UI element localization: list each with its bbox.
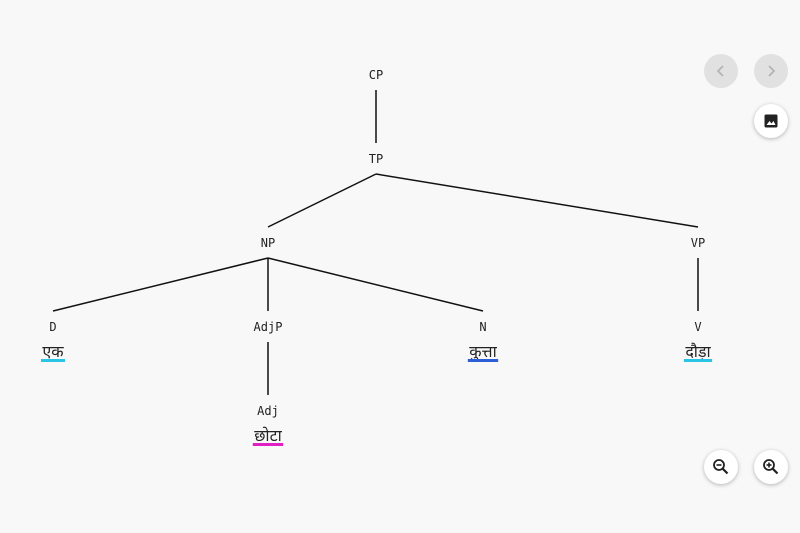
tree-node-v: V दौड़ा: [683, 320, 713, 362]
leaf-word: कुत्ता: [469, 342, 497, 362]
word-underline: [467, 359, 499, 362]
next-button[interactable]: [754, 54, 788, 88]
node-label: V: [694, 320, 701, 334]
tree-node-tp: TP: [369, 152, 383, 166]
chevron-left-icon: [716, 65, 724, 77]
tree-edge-np-d: [52, 257, 269, 312]
chevron-right-icon: [768, 65, 776, 77]
tree-edge-np-n: [267, 257, 484, 312]
tree-node-adjp: AdjP: [254, 320, 283, 334]
tree-node-adj: Adj छोटा: [252, 404, 284, 446]
tree-node-vp: VP: [691, 236, 705, 250]
word-underline: [683, 359, 713, 362]
node-label: VP: [691, 236, 705, 250]
zoom-in-button[interactable]: [754, 450, 788, 484]
export-image-button[interactable]: [754, 104, 788, 138]
word-underline: [41, 359, 65, 362]
node-label: NP: [261, 236, 275, 250]
tree-node-n: N कुत्ता: [467, 320, 499, 362]
tree-node-d: D एक: [41, 320, 65, 362]
node-label: CP: [369, 68, 383, 82]
tree-node-np: NP: [261, 236, 275, 250]
node-label: N: [479, 320, 486, 334]
leaf-word: छोटा: [254, 426, 282, 445]
tree-edge-tp-vp: [375, 173, 699, 228]
node-label: TP: [369, 152, 383, 166]
node-label: D: [49, 320, 56, 334]
leaf-word: दौड़ा: [685, 342, 711, 361]
tree-node-cp: CP: [369, 68, 383, 82]
node-label: AdjP: [254, 320, 283, 334]
word-underline: [252, 443, 284, 446]
leaf-word: एक: [42, 342, 64, 361]
tree-edge-tp-np: [267, 173, 377, 228]
zoom-in-icon: [763, 459, 779, 475]
zoom-out-icon: [713, 459, 729, 475]
image-icon: [764, 114, 778, 128]
previous-button[interactable]: [704, 54, 738, 88]
node-label: Adj: [257, 404, 279, 418]
zoom-out-button[interactable]: [704, 450, 738, 484]
